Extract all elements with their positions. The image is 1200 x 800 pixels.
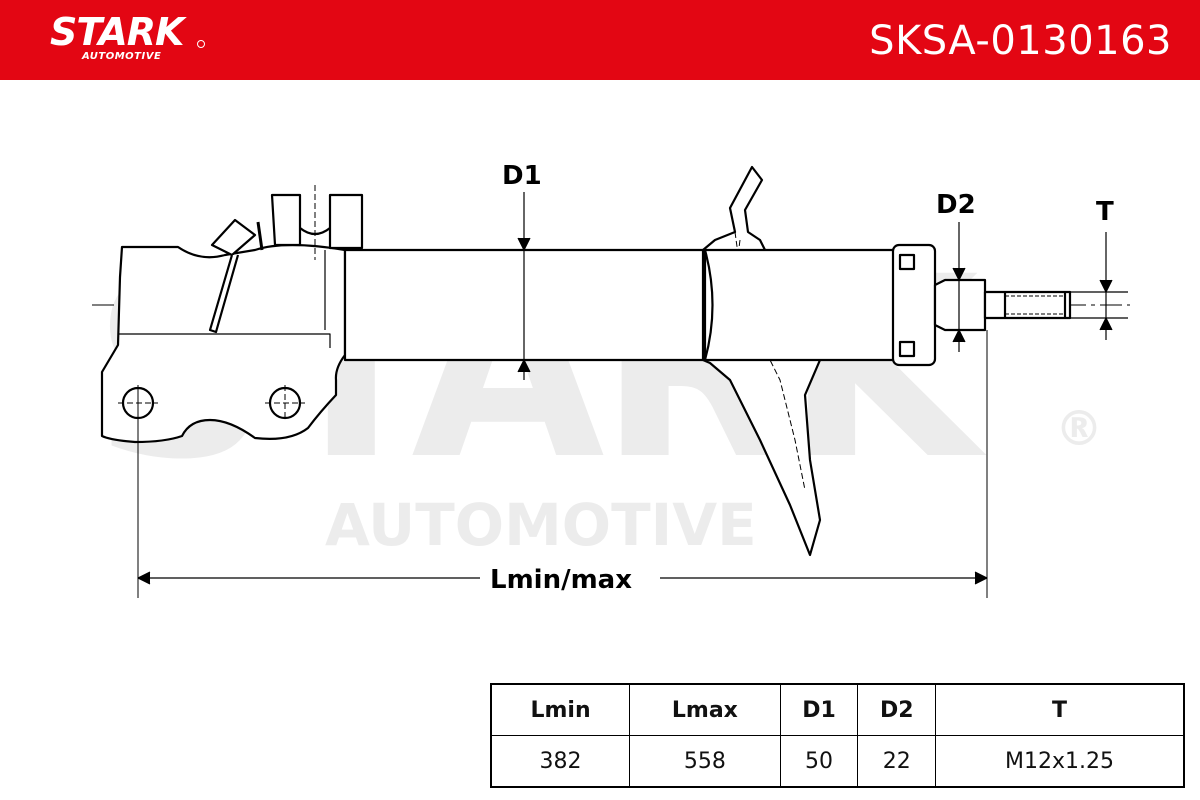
label-length: Lmin/max: [490, 565, 632, 595]
value-d1: 50: [779, 735, 859, 788]
spec-header-row: Lmin Lmax D1 D2 T: [490, 683, 1185, 736]
header-d1: D1: [779, 683, 859, 736]
spec-value-row: 382 558 50 22 M12x1.25: [490, 735, 1185, 788]
piston-rod: [933, 278, 987, 332]
bracket-tab-left: [270, 193, 302, 247]
hose-clip: [210, 218, 257, 257]
bracket-fold-line: [118, 333, 331, 348]
header-lmin: Lmin: [490, 683, 631, 736]
header-bar: STARK AUTOMOTIVE SKSA-0130163: [0, 0, 1200, 80]
part-number: SKSA-0130163: [869, 18, 1172, 64]
header-d2: D2: [857, 683, 937, 736]
spec-table: Lmin Lmax D1 D2 T 382 558 50 22 M12x1.25: [490, 683, 1185, 788]
bracket-tab-right: [328, 193, 364, 250]
watermark-registered: ®: [1055, 401, 1103, 457]
header-lmax: Lmax: [629, 683, 781, 736]
d2-dimension: [952, 222, 966, 352]
header-t: T: [935, 683, 1185, 736]
d1-dimension: [517, 192, 531, 380]
logo-subtext: AUTOMOTIVE: [82, 51, 162, 62]
label-d2: D2: [936, 190, 976, 220]
t-dimension: [1070, 232, 1128, 340]
value-lmax: 558: [629, 735, 781, 788]
value-t: M12x1.25: [935, 735, 1185, 788]
stark-logo: STARK AUTOMOTIVE: [50, 10, 184, 62]
value-lmin: 382: [490, 735, 631, 788]
logo-registered-icon: [197, 40, 205, 48]
cylinder-body: [343, 248, 707, 362]
logo-text: STARK: [50, 10, 184, 54]
value-d2: 22: [857, 735, 937, 788]
threaded-end: [983, 290, 1072, 320]
watermark-sub: AUTOMOTIVE: [325, 491, 757, 559]
label-t: T: [1096, 197, 1114, 227]
label-d1: D1: [502, 161, 542, 191]
length-dimension: [137, 571, 988, 585]
